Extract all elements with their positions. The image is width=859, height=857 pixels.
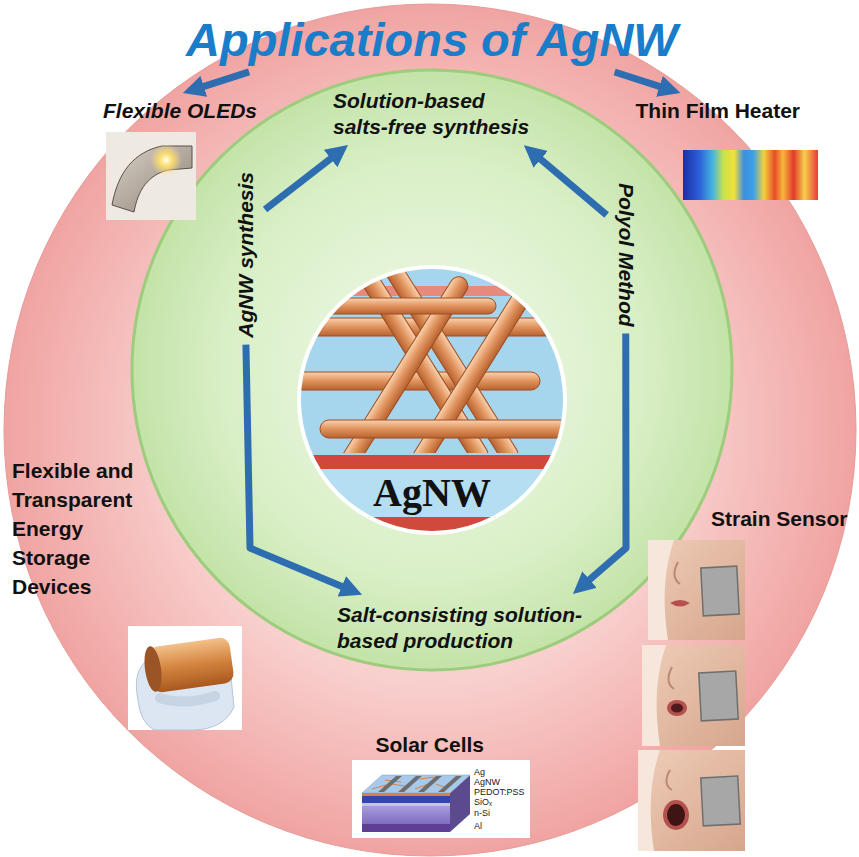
- layer-label: PEDOT:PSS: [474, 787, 525, 797]
- roll-end: [142, 645, 164, 693]
- node-text: Flexible OLEDs: [103, 98, 257, 124]
- synthesis-route-label: Salt-consisting solution- based producti…: [331, 596, 613, 659]
- strain-sensor-photos: [638, 540, 745, 851]
- photo-ground: [128, 626, 242, 730]
- application-label: Flexible OLEDs: [99, 94, 261, 128]
- node-text: Applications of AgNW: [186, 13, 678, 67]
- vertical-label: AgNW synthesis: [229, 168, 263, 342]
- node-text: Salt-consisting solution- based producti…: [337, 602, 607, 653]
- node-text: Flexible and Transparent Energy Storage …: [12, 456, 144, 601]
- photo-ground: [638, 750, 660, 851]
- photo-ground: [106, 132, 196, 220]
- diagram-ground: [352, 760, 530, 838]
- ag-finger: [438, 776, 462, 792]
- node-text: Polyol Method: [613, 183, 639, 327]
- layer-label: Ag: [474, 767, 485, 777]
- node-text: AgNW: [373, 471, 491, 515]
- sensor-patch: [701, 566, 739, 616]
- layer-label: Al: [474, 821, 482, 831]
- nanowire: [297, 298, 496, 314]
- layer-label: SiOₓ: [474, 797, 492, 807]
- nsi-layer: [362, 806, 450, 824]
- cell-top-face: [362, 775, 470, 793]
- inner-circle: [132, 70, 732, 670]
- face-photo: [648, 540, 745, 640]
- node-text: Solution-based salts-free synthesis: [333, 88, 539, 139]
- application-label: Flexible and Transparent Energy Storage …: [8, 452, 148, 605]
- open-mouth: [671, 704, 683, 713]
- illustration-ground: [297, 265, 567, 535]
- ag-finger: [398, 776, 422, 792]
- nose-line: [674, 562, 680, 584]
- nanowire-group: [297, 265, 567, 453]
- ag-finger: [418, 776, 442, 792]
- sensor-patch: [699, 671, 738, 721]
- node-text: Thin Film Heater: [636, 98, 801, 124]
- node-text: AgNW synthesis: [233, 172, 259, 338]
- energy-storage-picture: [128, 626, 242, 730]
- layer-label: n-Si: [474, 808, 490, 818]
- photo-ground: [642, 645, 666, 746]
- agnw-layer: [362, 793, 450, 796]
- substrate-band: [297, 455, 567, 469]
- flow-arrow: [535, 154, 607, 215]
- layer-label: AgNW: [474, 777, 500, 787]
- application-label: Strain Sensor: [707, 502, 852, 536]
- substrate-band: [297, 286, 567, 296]
- nose-line: [668, 667, 674, 689]
- application-label: Thin Film Heater: [632, 94, 805, 128]
- face-photo: [642, 645, 745, 746]
- application-label: Solar Cells: [372, 728, 489, 762]
- solar-cell-diagram: [352, 760, 530, 838]
- heater-picture: [683, 150, 818, 200]
- nanowire: [320, 420, 567, 438]
- open-mouth: [667, 804, 685, 826]
- substrate-band: [297, 469, 567, 517]
- sensor-patch: [701, 776, 740, 826]
- pedot-layer: [362, 796, 450, 803]
- glove-finger: [160, 696, 215, 702]
- outer-circle: [4, 4, 856, 856]
- flow-arrow: [265, 154, 337, 210]
- photo-ground: [648, 540, 674, 640]
- center-circle: AgNW: [297, 265, 567, 535]
- flow-arrow: [584, 334, 626, 585]
- nanowire-illustration: [290, 253, 570, 535]
- lips: [670, 600, 690, 607]
- oled-picture: [106, 132, 196, 220]
- flow-arrow: [615, 72, 667, 89]
- nose-line: [666, 770, 672, 790]
- face-photo: [638, 750, 745, 851]
- flow-arrow: [196, 72, 249, 89]
- light-glow: [150, 144, 182, 176]
- synthesis-route-label: Solution-based salts-free synthesis: [329, 84, 543, 143]
- thermal-image: [683, 150, 818, 200]
- vertical-label: Polyol Method: [609, 179, 643, 331]
- ag-finger: [378, 776, 402, 792]
- al-layer: [362, 824, 450, 832]
- lips: [663, 800, 689, 830]
- node-text: Solar Cells: [376, 732, 485, 758]
- sio-layer: [362, 803, 450, 806]
- node-text: Strain Sensor: [711, 506, 848, 532]
- lips: [667, 700, 687, 716]
- title-node: Applications of AgNW: [182, 9, 682, 71]
